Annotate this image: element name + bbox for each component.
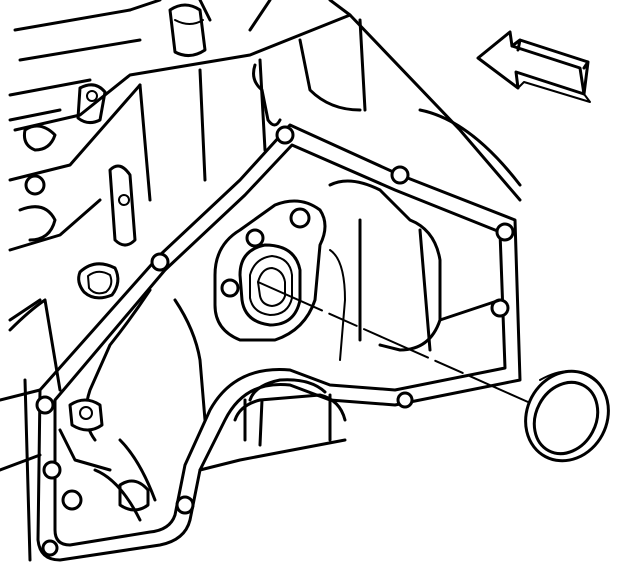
direction-arrow-icon [476,30,591,103]
bolt-hole [175,495,195,515]
water-ports [68,262,120,432]
cover-internal-ribs [84,179,502,522]
bolt-hole [150,252,170,272]
bolt-hole [42,460,62,480]
bolt-hole [390,165,410,185]
bolt-hole [35,395,55,415]
bolt-hole [61,489,83,511]
front-cover-plate [35,123,522,562]
bolt-hole [396,391,414,409]
seal-housing [213,199,327,342]
leader-line [257,281,529,403]
block-left-edge [0,164,137,562]
bolt-hole [41,539,59,557]
crank-area [58,378,347,472]
bolt-hole [495,222,515,242]
cylinder-head-upper [8,0,522,322]
bolt-hole [275,125,295,145]
seal-ring-icon [524,369,610,463]
